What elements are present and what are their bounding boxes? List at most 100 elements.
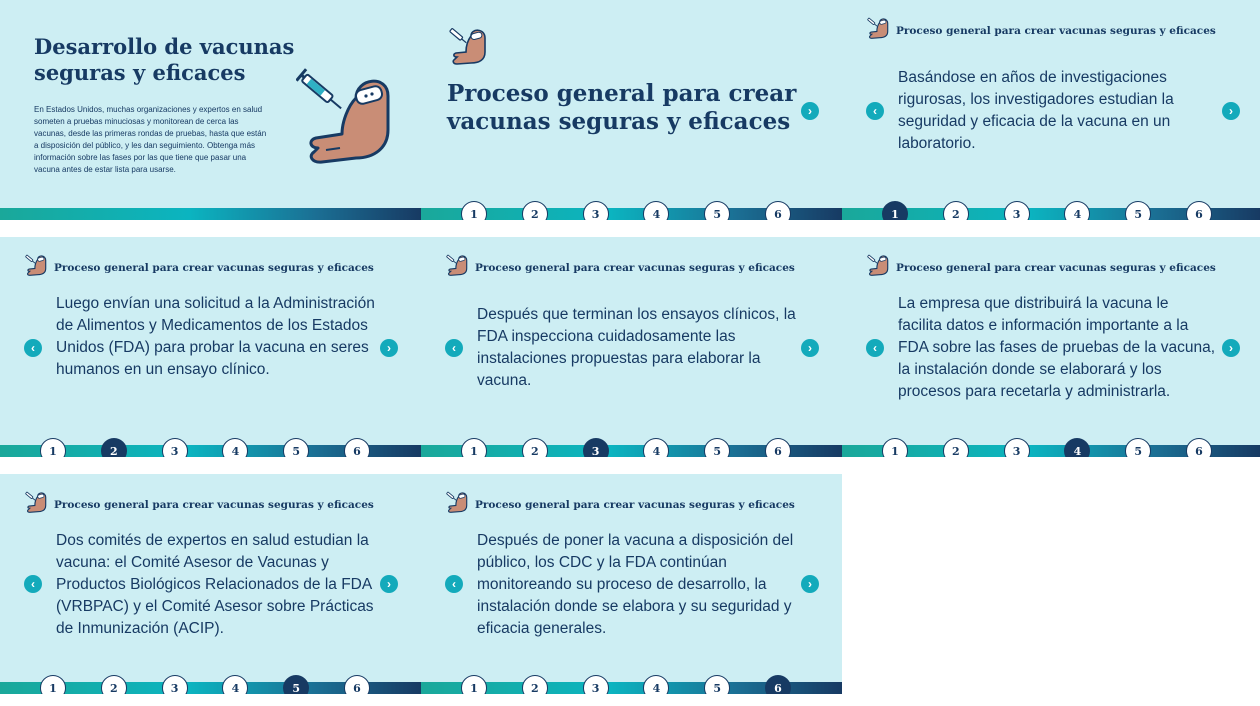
step-5-button[interactable]: 5 [704,438,731,457]
step-6-button[interactable]: 6 [1185,201,1212,220]
vaccinated-arm-small-icon [866,253,890,282]
previous-button[interactable]: ‹ [866,339,884,357]
chevron-left-icon: ‹ [873,104,877,118]
chevron-right-icon: › [808,104,812,118]
step-5-button[interactable]: 5 [1125,201,1152,220]
chevron-right-icon: › [387,577,391,591]
step-5-button[interactable]: 5 [704,675,731,694]
panel-header: Proceso general para crear vacunas segur… [445,490,795,519]
step-1-panel: Proceso general para crear vacunas segur… [842,0,1260,220]
step-2-button[interactable]: 2 [521,201,548,220]
step-description: Luego envían una solicitud a la Administ… [56,295,375,378]
step-5-button[interactable]: 5 [283,438,310,457]
chevron-right-icon: › [1229,104,1233,118]
step-6-button[interactable]: 6 [343,675,370,694]
panel-header: Proceso general para crear vacunas segur… [24,253,374,282]
step-2-button[interactable]: 2 [942,438,969,457]
step-6-button[interactable]: 6 [764,201,791,220]
previous-button[interactable]: ‹ [445,339,463,357]
step-4-button[interactable]: 4 [643,201,670,220]
panel-header-title: Proceso general para crear vacunas segur… [896,24,1216,37]
step-1-button[interactable]: 1 [461,675,487,694]
panel-header: Proceso general para crear vacunas segur… [24,490,374,519]
chevron-left-icon: ‹ [452,341,456,355]
vaccinated-arm-small-icon [24,490,48,519]
step-description: Después de poner la vacuna a disposición… [477,532,794,637]
chevron-right-icon: › [387,341,391,355]
step-3-button[interactable]: 3 [582,438,609,457]
next-button[interactable]: › [380,575,398,593]
panel-header-title: Proceso general para crear vacunas segur… [475,498,795,511]
vaccinated-arm-small-icon [445,253,469,282]
chevron-left-icon: ‹ [452,577,456,591]
vaccinated-arm-small-icon [866,16,890,45]
step-2-button[interactable]: 2 [100,438,127,457]
step-3-button[interactable]: 3 [161,675,188,694]
next-button[interactable]: › [380,339,398,357]
vaccinated-arm-small-icon [24,253,48,282]
step-4-button[interactable]: 4 [1064,201,1091,220]
intro-progress-bar [0,208,421,220]
step-1-button[interactable]: 1 [461,438,487,457]
chevron-left-icon: ‹ [873,341,877,355]
step-3-button[interactable]: 3 [582,675,609,694]
step-1-button[interactable]: 1 [40,438,66,457]
step-2-button[interactable]: 2 [942,201,969,220]
step-1-button[interactable]: 1 [461,201,487,220]
step-2-button[interactable]: 2 [521,675,548,694]
previous-button[interactable]: ‹ [445,575,463,593]
step-5-button[interactable]: 5 [704,201,731,220]
next-button[interactable]: › [801,339,819,357]
next-button[interactable]: › [801,102,819,120]
step-3-button[interactable]: 3 [161,438,188,457]
step-2-button[interactable]: 2 [521,438,548,457]
step-3-button[interactable]: 3 [1003,438,1030,457]
step-6-button[interactable]: 6 [343,438,370,457]
chevron-left-icon: ‹ [31,341,35,355]
step-1-button[interactable]: 1 [40,675,66,694]
next-button[interactable]: › [801,575,819,593]
step-6-button[interactable]: 6 [764,438,791,457]
panel-header-title: Proceso general para crear vacunas segur… [54,498,374,511]
chevron-right-icon: › [808,341,812,355]
panel-header-title: Proceso general para crear vacunas segur… [896,261,1216,274]
previous-button[interactable]: ‹ [24,575,42,593]
previous-button[interactable]: ‹ [24,339,42,357]
step-4-button[interactable]: 4 [222,675,249,694]
intro-panel: Desarrollo de vacunas seguras y eficaces… [0,0,421,220]
cover-title: Proceso general para crear vacunas segur… [447,80,797,135]
next-button[interactable]: › [1222,102,1240,120]
previous-button[interactable]: ‹ [866,102,884,120]
chevron-right-icon: › [1229,341,1233,355]
next-button[interactable]: › [1222,339,1240,357]
step-3-button[interactable]: 3 [1003,201,1030,220]
step-description: Dos comités de expertos en salud estudia… [56,532,374,637]
progress-bar: 1 2 3 4 5 6 [0,675,421,694]
step-1-button[interactable]: 1 [882,438,908,457]
step-6-button[interactable]: 6 [764,675,791,694]
step-2-button[interactable]: 2 [100,675,127,694]
step-description: La empresa que distribuirá la vacuna le … [898,295,1216,400]
intro-title: Desarrollo de vacunas seguras y eficaces [34,34,295,85]
step-description: Basándose en años de investigaciones rig… [898,69,1174,152]
step-4-button[interactable]: 4 [222,438,249,457]
progress-bar: 1 2 3 4 5 6 [842,438,1260,457]
progress-bar: 1 2 3 4 5 6 [421,675,842,694]
step-6-button[interactable]: 6 [1185,438,1212,457]
step-indicators: 1 2 3 4 5 6 [461,201,791,220]
cover-panel: Proceso general para crear vacunas segur… [421,0,842,220]
chevron-right-icon: › [808,577,812,591]
step-5-button[interactable]: 5 [1125,438,1152,457]
step-5-button[interactable]: 5 [283,675,310,694]
step-description: Después que terminan los ensayos clínico… [477,306,796,389]
step-1-button[interactable]: 1 [882,201,908,220]
step-3-button[interactable]: 3 [582,201,609,220]
step-4-button[interactable]: 4 [643,675,670,694]
progress-bar: 1 2 3 4 5 6 [842,201,1260,220]
step-4-button[interactable]: 4 [643,438,670,457]
vaccinated-arm-icon [295,68,404,177]
step-4-button[interactable]: 4 [1064,438,1091,457]
progress-bar: 1 2 3 4 5 6 [421,201,842,220]
panel-header-title: Proceso general para crear vacunas segur… [54,261,374,274]
panel-header: Proceso general para crear vacunas segur… [445,253,795,282]
